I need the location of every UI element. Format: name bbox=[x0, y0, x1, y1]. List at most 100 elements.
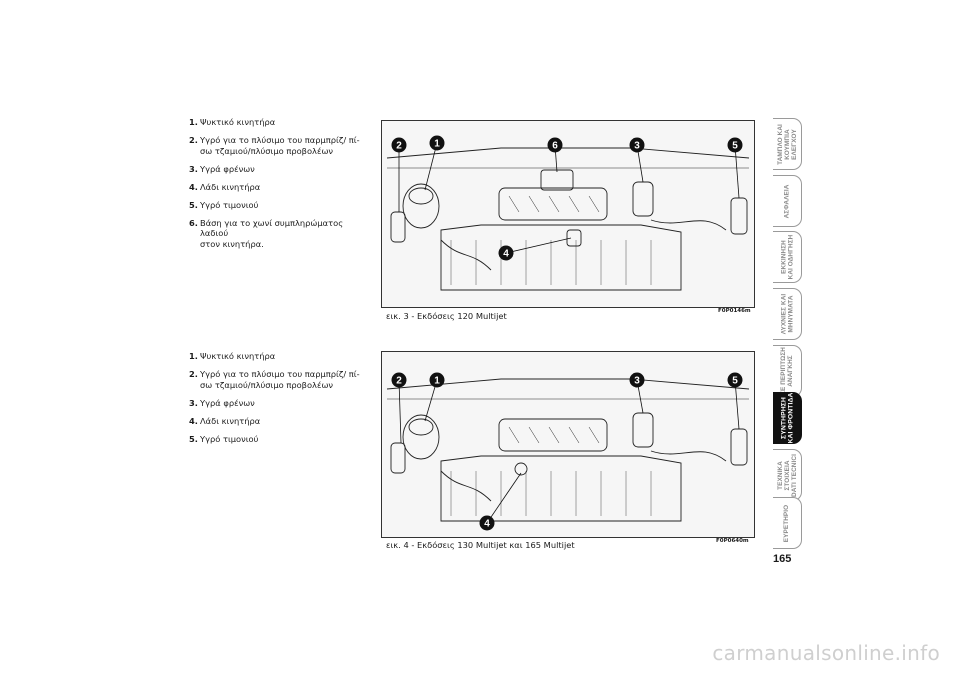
callout-number: 3 bbox=[634, 376, 640, 387]
oil-filler bbox=[514, 462, 528, 476]
list-item: 2.Υγρό για το πλύσιμο του παρμπρίζ/ πί-σ… bbox=[189, 135, 371, 156]
section-tab[interactable]: ΣΥΝΤΗΡΗΣΗ ΚΑΙ ΦΡΟΝΤΙΔΑ bbox=[773, 392, 802, 444]
figure-code-fig4: F0P0640m bbox=[716, 538, 749, 544]
list-item-number: 3. bbox=[189, 163, 198, 174]
callout-leader bbox=[486, 472, 522, 524]
engine-bay-illustration-fig3: 2 1 6 3 5 4 bbox=[381, 120, 755, 308]
air-box bbox=[498, 418, 608, 452]
list-item-text: Υγρό τιμονιού bbox=[200, 199, 259, 210]
list-item-number: 1. bbox=[189, 351, 198, 361]
hose bbox=[440, 470, 492, 502]
hose bbox=[650, 219, 727, 231]
hood-edge bbox=[386, 378, 750, 390]
oil-filler bbox=[566, 229, 582, 247]
air-box-rib bbox=[548, 195, 560, 213]
list-item-text: Υγρό για το πλύσιμο του παρμπρίζ/ πί-σω … bbox=[200, 368, 360, 390]
list-item-text: Ψυκτικό κινητήρα bbox=[200, 351, 276, 361]
callout-leader bbox=[398, 379, 402, 444]
list-item: 4.Λάδι κινητήρα bbox=[189, 182, 371, 193]
callout-badge bbox=[498, 245, 514, 261]
list-item: 3.Υγρά φρένων bbox=[189, 398, 371, 409]
list-item-text: Υγρό για το πλύσιμο του παρμπρίζ/ πί-σω … bbox=[200, 134, 360, 156]
callout-number: 1 bbox=[434, 139, 440, 150]
figure-caption-fig4: εικ. 4 - Εκδόσεις 130 Multijet και 165 M… bbox=[386, 540, 575, 550]
section-tab-label: ΣΕ ΠΕΡΙΠΤΩΣΗ ΑΝΑΓΚΗΣ bbox=[780, 347, 794, 395]
coolant-reservoir bbox=[402, 183, 440, 229]
watermark: carmanualsonline.info bbox=[712, 641, 940, 665]
callout-badge bbox=[547, 137, 563, 153]
air-box-rib bbox=[568, 426, 580, 444]
section-tab[interactable]: ΑΣΦΑΛΕΙΑ bbox=[773, 175, 802, 227]
engine-block bbox=[440, 455, 682, 522]
hose bbox=[440, 239, 492, 271]
list-item: 1.Ψυκτικό κινητήρα bbox=[189, 117, 371, 128]
section-tab-label: ΤΑΜΠΛΟ ΚΑΙ ΚΟΥΜΠΙΑ ΕΛΕΓΧΟΥ bbox=[776, 123, 798, 165]
section-tab[interactable]: ΣΕ ΠΕΡΙΠΤΩΣΗ ΑΝΑΓΚΗΣ bbox=[773, 345, 802, 397]
list-item: 2.Υγρό για το πλύσιμο του παρμπρίζ/ πί-σ… bbox=[189, 369, 371, 390]
callout-number: 6 bbox=[552, 141, 558, 152]
section-tab-label: ΤΕΧΝΙΚΑ ΣΤΟΙΧΕΙΑ DATI TECNICI bbox=[776, 453, 798, 497]
callout-number: 2 bbox=[396, 376, 402, 387]
washer-reservoir bbox=[390, 211, 406, 243]
callout-number: 4 bbox=[503, 249, 509, 260]
list-item-number: 4. bbox=[189, 181, 198, 192]
callout-number: 2 bbox=[396, 141, 402, 152]
section-tab[interactable]: ΛΥΧΝΙΕΣ ΚΑΙ ΜΗΝΥΜΑΤΑ bbox=[773, 288, 802, 340]
air-box-rib bbox=[588, 426, 600, 444]
list-item-number: 2. bbox=[189, 134, 198, 145]
callout-number: 1 bbox=[434, 376, 440, 387]
section-tab[interactable]: ΤΑΜΠΛΟ ΚΑΙ ΚΟΥΜΠΙΑ ΕΛΕΓΧΟΥ bbox=[773, 118, 802, 170]
callout-number: 4 bbox=[484, 519, 490, 530]
list-item-number: 4. bbox=[189, 415, 198, 426]
section-tab-label: ΕΚΚΙΝΗΣΗ ΚΑΙ ΟΔΗΓΗΣΗ bbox=[780, 234, 795, 280]
list-item-text: Υγρά φρένων bbox=[200, 397, 255, 408]
section-tab-label: ΣΥΝΤΗΡΗΣΗ ΚΑΙ ΦΡΟΝΤΙΔΑ bbox=[780, 392, 794, 444]
drawing-frame bbox=[381, 120, 755, 308]
list-item-text: Υγρό τιμονιού bbox=[200, 433, 259, 444]
figure-code-fig3: F0P0146m bbox=[718, 308, 751, 314]
list-item-number: 3. bbox=[189, 397, 198, 408]
callout-badge bbox=[629, 137, 645, 153]
callout-badge bbox=[479, 515, 495, 531]
list-item-text: Λάδι κινητήρα bbox=[200, 415, 261, 426]
section-tab[interactable]: ΕΚΚΙΝΗΣΗ ΚΑΙ ΟΔΗΓΗΣΗ bbox=[773, 231, 802, 283]
coolant-reservoir bbox=[402, 414, 440, 460]
callout-leader bbox=[424, 142, 438, 191]
list-item-text: Υγρά φρένων bbox=[200, 163, 255, 174]
list-item-number: 1. bbox=[189, 117, 198, 127]
list-item-text: Ψυκτικό κινητήρα bbox=[200, 117, 276, 127]
list-item: 5.Υγρό τιμονιού bbox=[189, 434, 371, 445]
air-box-rib bbox=[528, 426, 540, 444]
section-tab[interactable]: ΤΕΧΝΙΚΑ ΣΤΟΙΧΕΙΑ DATI TECNICI bbox=[773, 449, 802, 501]
callout-badge bbox=[429, 135, 445, 151]
hose bbox=[650, 450, 727, 462]
callout-badge bbox=[727, 137, 743, 153]
list-item-number: 2. bbox=[189, 368, 198, 379]
section-tab-label: ΛΥΧΝΙΕΣ ΚΑΙ ΜΗΝΥΜΑΤΑ bbox=[780, 293, 795, 335]
list-item-text: Λάδι κινητήρα bbox=[200, 181, 261, 192]
list-item-number: 5. bbox=[189, 199, 198, 210]
callout-number: 5 bbox=[732, 141, 738, 152]
air-box-rib bbox=[588, 195, 600, 213]
list-item: 5.Υγρό τιμονιού bbox=[189, 200, 371, 211]
list-item-number: 5. bbox=[189, 433, 198, 444]
air-box bbox=[498, 187, 608, 221]
callout-badge bbox=[391, 372, 407, 388]
section-tab-label: ΕΥΡΕΤΗΡΙΟ bbox=[783, 504, 791, 542]
coolant-cap bbox=[408, 418, 434, 436]
callout-number: 3 bbox=[634, 141, 640, 152]
callout-leader bbox=[734, 144, 740, 199]
list-item: 4.Λάδι κινητήρα bbox=[189, 416, 371, 427]
figure-caption-fig3: εικ. 3 - Εκδόσεις 120 Multijet bbox=[386, 311, 507, 321]
section-tab-label: ΑΣΦΑΛΕΙΑ bbox=[783, 184, 791, 218]
section-tab[interactable]: ΕΥΡΕΤΗΡΙΟ bbox=[773, 497, 802, 549]
callout-number: 5 bbox=[732, 376, 738, 387]
callout-badge bbox=[727, 372, 743, 388]
engine-bay-illustration-fig4: 2 1 3 5 4 bbox=[381, 351, 755, 538]
engine-block bbox=[440, 224, 682, 291]
list-item-number: 6. bbox=[189, 217, 198, 228]
